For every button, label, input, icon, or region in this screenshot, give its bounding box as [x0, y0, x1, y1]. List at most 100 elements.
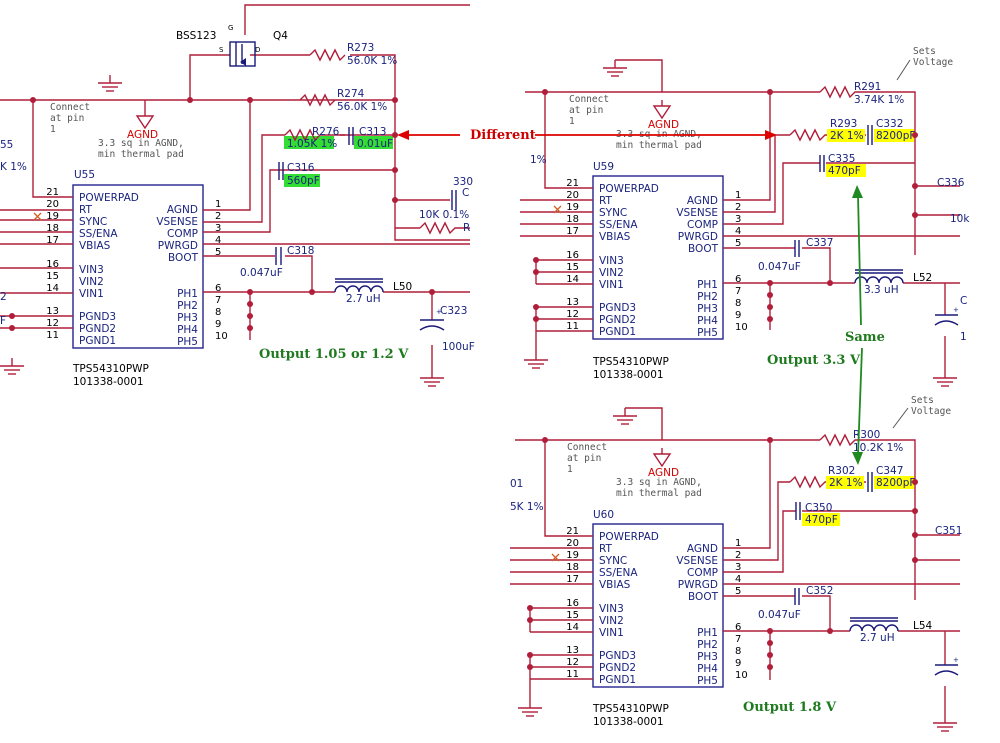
l52-ref: L52: [913, 272, 932, 284]
ic-body-u60: [592, 523, 724, 688]
u59-pin-label-15: VIN2: [599, 267, 624, 279]
u55-pin-label-12: PGND2: [79, 323, 116, 335]
u60-pin-label-21: POWERPAD: [599, 531, 659, 543]
ic-part-u60: TPS54310PWP: [592, 703, 669, 715]
lp1-partial-c: 01: [510, 478, 523, 490]
u55-pin-num-8: 8: [215, 307, 221, 318]
agnd-note-a-1: 3.3 sq in AGND,: [98, 138, 184, 149]
connect-note-a-2: at pin: [50, 113, 84, 124]
u60-pin-label-6: PH1: [697, 627, 718, 639]
u55-pin-label-2: VSENSE: [156, 216, 198, 228]
u60-pin-label-11: PGND1: [599, 674, 636, 686]
r276-value: 1.05K 1%: [287, 138, 337, 150]
u55-pin-label-16: VIN3: [79, 264, 104, 276]
u60-pin-label-13: PGND3: [599, 650, 636, 662]
u60-pin-num-21: 21: [566, 526, 579, 537]
u55-pin-label-10: PH5: [177, 336, 198, 348]
connect-note-c-3: 1: [567, 464, 573, 475]
r302-highlight: [826, 476, 864, 489]
u55-pin-label-19: SYNC: [79, 216, 107, 228]
u55-pin-num-15: 15: [46, 271, 59, 282]
c350-value: 470pF: [805, 514, 838, 526]
u55-pin-label-11: PGND1: [79, 335, 116, 347]
connect-note-c-2: at pin: [567, 453, 601, 464]
c337-ref: C337: [806, 237, 833, 249]
ic-ref-u55: U55: [74, 169, 95, 181]
c352-ref: C352: [806, 585, 833, 597]
u55-pin-label-17: VBIAS: [79, 240, 111, 252]
c316-value: 560pF: [287, 175, 320, 187]
u60-pin-label-3: COMP: [687, 567, 718, 579]
different-label: Different: [470, 128, 536, 143]
u60-pin-label-19: SYNC: [599, 555, 627, 567]
connect-note-a-3: 1: [50, 124, 56, 135]
r291-value: 3.74K 1%: [854, 94, 904, 106]
r293-highlight: [827, 129, 865, 142]
u55-pin-label-13: PGND3: [79, 311, 116, 323]
agnd-note-a-2: min thermal pad: [98, 149, 184, 160]
c335-ref: C335: [828, 153, 855, 165]
c323-value: 100uF: [442, 341, 475, 353]
l54-value: 2.7 uH: [860, 632, 895, 644]
annotation-different: Different: [397, 128, 777, 143]
u59-pin-num-16: 16: [566, 250, 579, 261]
out-partial2-b: 1: [960, 331, 967, 343]
u59-pin-num-19: 19: [566, 202, 579, 213]
connect-note-c-1: Connect: [567, 442, 607, 453]
u55-pin-num-5: 5: [215, 247, 221, 258]
u60-pin-label-16: VIN3: [599, 603, 624, 615]
u55-pin-label-15: VIN2: [79, 276, 104, 288]
u59-pin-num-5: 5: [735, 238, 741, 249]
pct-partial-b: 1%: [530, 154, 547, 166]
u60-pin-num-11: 11: [566, 669, 579, 680]
u60-pin-label-7: PH2: [697, 639, 718, 651]
ic-body-u59: [592, 175, 724, 340]
r273-value: 56.0K 1%: [347, 55, 397, 67]
u55-pin-num-20: 20: [46, 199, 59, 210]
sets-note-c-1: Sets: [911, 395, 934, 406]
u59-pin-num-21: 21: [566, 178, 579, 189]
u59-pin-label-17: VBIAS: [599, 231, 631, 243]
u55-pin-label-6: PH1: [177, 288, 198, 300]
r291-ref: R291: [854, 81, 881, 93]
u60-pin-label-5: BOOT: [688, 591, 719, 603]
u60-pin-num-20: 20: [566, 538, 579, 549]
u55-pin-label-7: PH2: [177, 300, 198, 312]
c332-ref: C332: [876, 118, 903, 130]
u60-pin-num-14: 14: [566, 622, 579, 633]
u59-pin-num-13: 13: [566, 297, 579, 308]
u60-pin-num-3: 3: [735, 562, 741, 573]
u60-pin-label-17: VBIAS: [599, 579, 631, 591]
r276-highlight: [284, 136, 334, 149]
f-partial-a: F: [0, 315, 6, 327]
u55-pin-label-20: RT: [79, 204, 93, 216]
u55-pin-num-17: 17: [46, 235, 59, 246]
u60-pin-label-8: PH3: [697, 651, 718, 663]
u59-pin-label-19: SYNC: [599, 207, 627, 219]
r302-value: 2K 1%: [829, 477, 863, 489]
c323-ref: C323: [440, 305, 467, 317]
c352-value: 0.047uF: [758, 609, 801, 621]
u59-pin-label-14: VIN1: [599, 279, 624, 291]
u59-pin-label-21: POWERPAD: [599, 183, 659, 195]
u59-pin-num-18: 18: [566, 214, 579, 225]
connect-note-a-1: Connect: [50, 102, 90, 113]
output-label-a: Output 1.05 or 1.2 V: [259, 347, 409, 362]
u55-pin-num-12: 12: [46, 318, 59, 329]
c335-value: 470pF: [828, 165, 861, 177]
c351-partial: C351: [935, 525, 962, 537]
u59-pin-num-20: 20: [566, 190, 579, 201]
agnd-label-a: AGND: [127, 129, 158, 141]
c350-ref: C350: [805, 502, 832, 514]
ic-part-u55: TPS54310PWP: [72, 363, 149, 375]
c335-highlight: [826, 164, 866, 177]
c318-value: 0.047uF: [240, 267, 283, 279]
u60-pin-num-19: 19: [566, 550, 579, 561]
l52-value: 3.3 uH: [864, 284, 899, 296]
ic-pn-u59: 101338-0001: [593, 369, 664, 381]
